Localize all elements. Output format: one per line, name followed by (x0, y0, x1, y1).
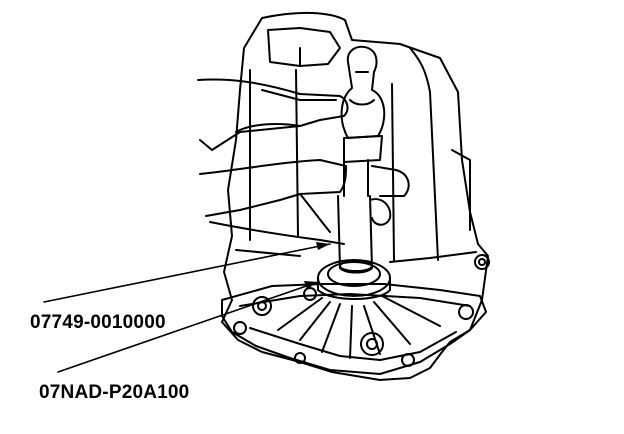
leader-line-driver-attachment (43, 243, 331, 303)
upper-hand (197, 78, 349, 151)
driver-shaft (337, 159, 392, 274)
leader-arrow-driver-attachment (316, 242, 330, 250)
leader-arrow-seal-driver (304, 281, 318, 289)
callout-driver-attachment-part-number: 07749-0010000 (30, 312, 166, 333)
housing-casting (221, 11, 489, 381)
hammer (340, 45, 386, 163)
lower-hand (199, 159, 410, 245)
leader-line-seal-driver (57, 281, 319, 373)
callout-seal-driver-part-number: 07NAD-P20A100 (39, 382, 190, 403)
oil-seal (317, 259, 391, 300)
